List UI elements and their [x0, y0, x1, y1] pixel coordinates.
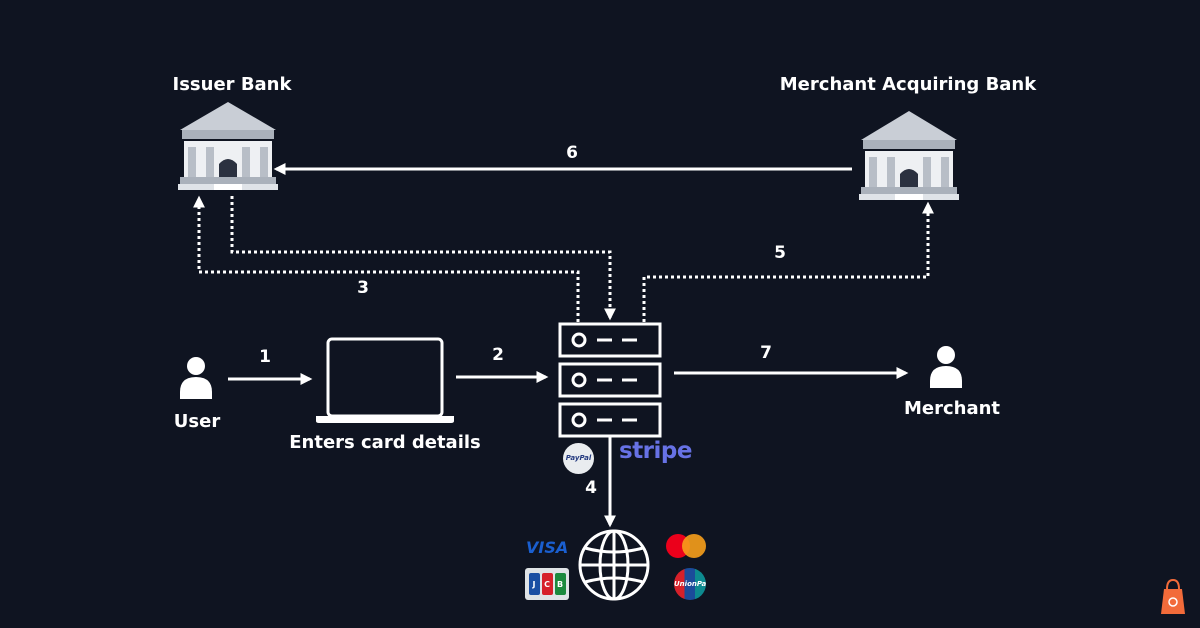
jcb-logo: J C B: [525, 568, 569, 600]
merchant-label: Merchant: [903, 398, 1001, 419]
step-7-label: 7: [760, 343, 772, 363]
laptop-icon: [316, 337, 454, 423]
issuer-bank-label: Issuer Bank: [172, 74, 292, 95]
step-6-label: 6: [566, 143, 578, 163]
step-1-label: 1: [259, 347, 271, 367]
mastercard-logo: [666, 534, 706, 558]
step-5-label: 5: [774, 243, 786, 263]
step-3-label: 3: [357, 278, 369, 298]
dotted-connector-issuer-to-server: [230, 196, 616, 321]
dotted-arrow-step-5: [642, 201, 934, 322]
merchant-bank-icon: [859, 111, 959, 200]
server-icon: [558, 322, 662, 438]
dotted-arrow-step-3: [193, 195, 580, 322]
globe-icon: [578, 529, 650, 601]
jcb-letter-j: J: [528, 573, 540, 595]
paypal-logo: PayPal: [563, 443, 594, 474]
user-icon: [180, 357, 212, 399]
laptop-label: Enters card details: [289, 432, 481, 453]
merchant-icon: [930, 346, 962, 388]
step-2-label: 2: [492, 345, 504, 365]
step-4-label: 4: [585, 478, 597, 498]
stripe-logo: stripe: [619, 438, 692, 464]
merchant-bank-label: Merchant Acquiring Bank: [779, 74, 1037, 95]
visa-logo: VISA: [526, 538, 569, 557]
jcb-letter-b: B: [554, 573, 566, 595]
shopping-bag-logo: [1161, 578, 1185, 614]
user-label: User: [173, 411, 221, 432]
jcb-letter-c: C: [541, 573, 553, 595]
unionpay-logo: UnionPay: [674, 568, 706, 600]
issuer-bank-icon: [178, 102, 278, 190]
